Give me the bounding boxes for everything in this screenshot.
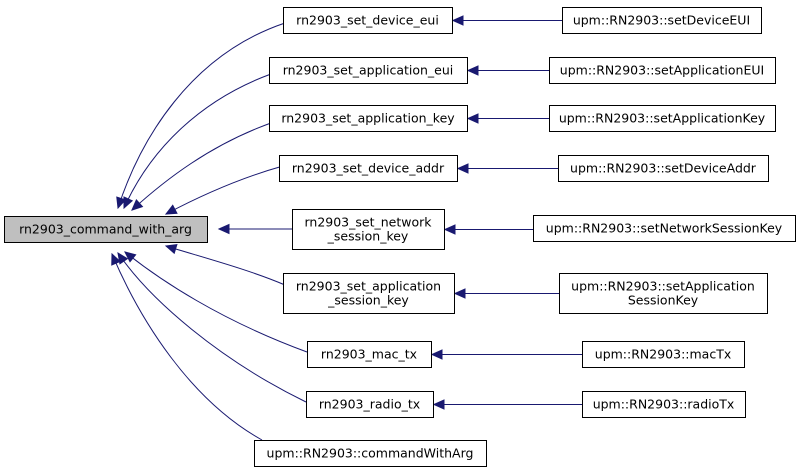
edge-command-with-arg-to-root [111, 253, 263, 441]
function-node-set-application-eui[interactable]: rn2903_set_application_eui [269, 57, 468, 84]
function-node-set-application-session-key-label: rn2903_set_application [296, 279, 441, 294]
function-node-set-application-key-label: rn2903_set_application_key [281, 111, 455, 126]
function-node-command-with-arg-box [254, 440, 487, 467]
function-node-set-application-session-key-label: _session_key [327, 293, 409, 308]
edge-mac-tx-to-root [124, 251, 308, 353]
function-node-set-device-eui[interactable]: rn2903_set_device_eui [283, 7, 453, 34]
function-node-set-device-addr-label: rn2903_set_device_addr [292, 161, 445, 176]
edge-set-network-session-key-to-root-arrowhead [217, 223, 230, 235]
caller-node-radio-tx[interactable]: upm::RN2903::radioTx [582, 391, 746, 418]
function-node-radio-tx[interactable]: rn2903_radio_tx [306, 391, 434, 418]
function-node-set-network-session-key-label: rn2903_set_network [304, 215, 432, 230]
function-node-set-application-key[interactable]: rn2903_set_application_key [269, 105, 468, 132]
edge-command-with-arg-to-root-arrowhead [111, 252, 121, 266]
caller-node-set-network-session-key[interactable]: upm::RN2903::setNetworkSessionKey [533, 215, 796, 242]
function-node-command-with-arg-label: upm::RN2903::commandWithArg [267, 446, 474, 461]
caller-node-set-device-eui[interactable]: upm::RN2903::setDeviceEUI [562, 7, 762, 34]
function-node-set-device-eui-box [283, 7, 453, 34]
edge-set-device-addr-to-root-arrowhead [164, 204, 178, 215]
edge-set-application-key-to-root [131, 122, 272, 211]
function-node-set-device-addr[interactable]: rn2903_set_device_addr [279, 155, 458, 182]
edge-set-application-eui-to-root [123, 73, 272, 209]
function-node-mac-tx-label: rn2903_mac_tx [321, 347, 417, 362]
caller-node-set-network-session-key-box [533, 215, 796, 242]
function-node-set-application-session-key[interactable]: rn2903_set_application_session_key [283, 273, 455, 314]
function-node-mac-tx-box [307, 341, 432, 368]
caller-node-set-application-session-key-box [559, 273, 768, 314]
edge-set-application-session-key-to-root [165, 245, 286, 286]
edge-caller-to-radio-tx-arrowhead [432, 399, 445, 410]
caller-node-mac-tx-box [582, 341, 745, 368]
edge-set-device-eui-to-root [117, 22, 286, 209]
function-node-set-application-key-box [269, 105, 468, 132]
caller-node-set-device-addr-label: upm::RN2903::setDeviceAddr [570, 161, 757, 176]
edge-set-device-addr-to-root [165, 165, 284, 215]
caller-node-set-device-addr-box [558, 155, 769, 182]
root-node-rn2903-command-with-arg[interactable]: rn2903_command_with_arg [4, 216, 208, 243]
caller-node-set-device-addr[interactable]: upm::RN2903::setDeviceAddr [558, 155, 769, 182]
caller-node-mac-tx-label: upm::RN2903::macTx [595, 347, 731, 362]
caller-node-mac-tx[interactable]: upm::RN2903::macTx [582, 341, 745, 368]
caller-node-set-application-session-key-label: SessionKey [628, 293, 699, 308]
caller-node-set-application-eui-box [549, 57, 776, 84]
caller-node-set-application-eui-label: upm::RN2903::setApplicationEUI [560, 63, 764, 78]
edge-set-device-eui-to-root-arrowhead [116, 196, 127, 210]
edge-set-application-eui-to-root-arrowhead [123, 196, 134, 210]
caller-node-radio-tx-label: upm::RN2903::radioTx [593, 397, 735, 412]
function-node-radio-tx-box [306, 391, 434, 418]
caller-node-set-device-eui-label: upm::RN2903::setDeviceEUI [573, 13, 750, 28]
function-node-set-application-eui-label: rn2903_set_application_eui [283, 63, 454, 78]
caller-node-radio-tx-box [582, 391, 746, 418]
edge-caller-to-set-application-key-arrowhead [466, 113, 479, 124]
function-node-set-network-session-key[interactable]: rn2903_set_network_session_key [292, 209, 445, 250]
caller-node-set-application-key-box [549, 105, 776, 132]
root-node-rn2903-command-with-arg-box [4, 216, 208, 243]
root-node-rn2903-command-with-arg-label: rn2903_command_with_arg [19, 222, 192, 237]
graph-nodes: rn2903_command_with_arg rn2903_set_device… [4, 7, 796, 467]
edge-set-application-key-to-root-arrowhead [131, 199, 144, 211]
function-node-radio-tx-label: rn2903_radio_tx [319, 397, 420, 412]
edge-caller-to-set-network-session-key-arrowhead [443, 224, 456, 235]
function-node-set-network-session-key-label: _session_key [327, 229, 409, 244]
function-node-set-application-session-key-box [283, 273, 455, 314]
edge-caller-to-mac-tx-arrowhead [430, 349, 443, 360]
edge-caller-to-set-device-eui-arrowhead [451, 15, 464, 26]
function-node-set-application-eui-box [269, 57, 468, 84]
function-node-set-network-session-key-box [292, 209, 445, 250]
caller-node-set-application-key-label: upm::RN2903::setApplicationKey [559, 111, 766, 126]
caller-node-set-application-key[interactable]: upm::RN2903::setApplicationKey [549, 105, 776, 132]
function-node-command-with-arg[interactable]: upm::RN2903::commandWithArg [254, 440, 487, 467]
function-node-set-device-addr-box [279, 155, 458, 182]
caller-node-set-network-session-key-label: upm::RN2903::setNetworkSessionKey [546, 221, 783, 236]
caller-node-set-application-eui[interactable]: upm::RN2903::setApplicationEUI [549, 57, 776, 84]
edge-mac-tx-to-root-arrowhead [124, 251, 137, 263]
edge-caller-to-set-application-eui-arrowhead [466, 65, 479, 76]
caller-node-set-device-eui-box [562, 7, 762, 34]
edge-radio-tx-to-root [117, 252, 307, 403]
function-node-set-device-eui-label: rn2903_set_device_eui [296, 13, 439, 28]
graph-edges [111, 15, 582, 441]
function-node-mac-tx[interactable]: rn2903_mac_tx [307, 341, 432, 368]
edge-caller-to-set-device-addr-arrowhead [456, 163, 469, 174]
edge-caller-to-set-application-session-key-arrowhead [453, 288, 466, 299]
edge-set-application-session-key-to-root-arrowhead [164, 244, 178, 255]
caller-node-set-application-session-key-label: upm::RN2903::setApplication [571, 279, 755, 294]
